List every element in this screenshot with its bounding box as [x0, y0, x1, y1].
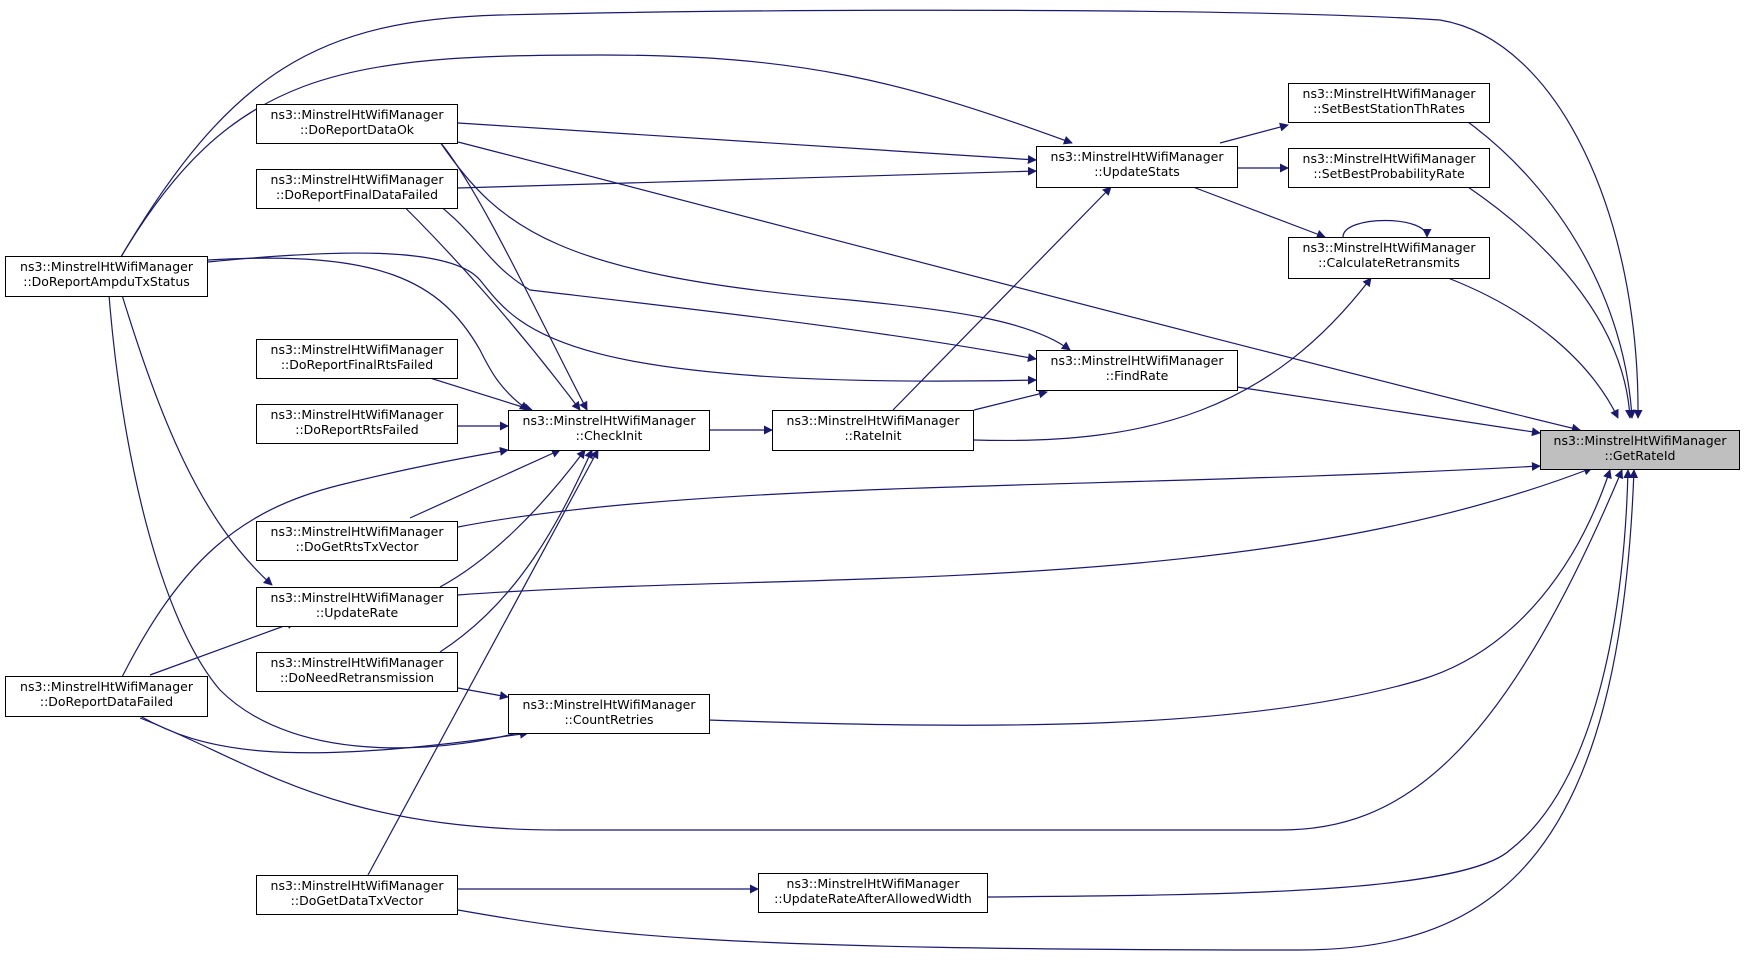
edge-doreportdatafailed-getrateid — [139, 469, 1624, 831]
node-doneedretransmission-method: ::DoNeedRetransmission — [279, 670, 435, 685]
node-updaterate-method: ::UpdateRate — [315, 605, 399, 620]
edge-doreportfinaldatafailed-updatestats — [457, 166, 1037, 189]
edge-doreportdatafailed-updaterate — [149, 620, 296, 676]
node-doreportfinalrtsfailed-class: ns3::MinstrelHtWifiManager — [270, 342, 444, 357]
node-doreportdatafailed-method: ::DoReportDataFailed — [39, 694, 174, 709]
node-setbeststationthrates-method: ::SetBestStationThRates — [1313, 101, 1465, 116]
node-doreportfinaldatafailed-class: ns3::MinstrelHtWifiManager — [270, 172, 444, 187]
node-doreportdataok[interactable]: ns3::MinstrelHtWifiManager ::DoReportDat… — [256, 104, 458, 144]
edge-doneedretransmission-countretries — [457, 687, 509, 700]
node-updaterateafterallowedwidth[interactable]: ns3::MinstrelHtWifiManager ::UpdateRateA… — [758, 873, 988, 913]
edge-doreportfinaldatafailed-findrate — [414, 187, 1037, 362]
node-checkinit-class: ns3::MinstrelHtWifiManager — [522, 413, 696, 428]
node-rateinit-class: ns3::MinstrelHtWifiManager — [786, 413, 960, 428]
edge-doreportampdutxstatus-updatestats — [117, 54, 1073, 263]
node-calculateretransmits[interactable]: ns3::MinstrelHtWifiManager ::CalculateRe… — [1288, 237, 1490, 279]
node-doreportdataok-class: ns3::MinstrelHtWifiManager — [270, 107, 444, 122]
edge-doreportfinalrtsfailed-checkinit — [429, 377, 533, 412]
node-doneedretransmission-class: ns3::MinstrelHtWifiManager — [270, 655, 444, 670]
node-dogetrtstxvector-method: ::DoGetRtsTxVector — [295, 539, 419, 554]
node-rateinit[interactable]: ns3::MinstrelHtWifiManager ::RateInit — [772, 410, 974, 451]
node-setbeststationthrates[interactable]: ns3::MinstrelHtWifiManager ::SetBestStat… — [1288, 83, 1490, 123]
edge-setbestprobabilityrate-getrateid — [1467, 186, 1635, 419]
node-updaterateafterallowedwidth-method: ::UpdateRateAfterAllowedWidth — [774, 891, 972, 906]
node-dogetdatatxvector-method: ::DoGetDataTxVector — [290, 893, 424, 908]
node-findrate-method: ::FindRate — [1105, 368, 1169, 383]
edge-updatestats-setbeststationthrates — [1219, 122, 1289, 144]
edge-doreportampdutxstatus-checkinit — [207, 257, 529, 411]
edge-doreportdatafailed-countretries — [139, 715, 529, 754]
node-dogetrtstxvector-class: ns3::MinstrelHtWifiManager — [270, 524, 444, 539]
node-countretries-method: ::CountRetries — [564, 712, 654, 727]
edge-doreportampdutxstatus-findrate — [207, 252, 1037, 385]
node-checkinit[interactable]: ns3::MinstrelHtWifiManager ::CheckInit — [508, 410, 710, 451]
edge-doreportdataok-updatestats — [457, 122, 1037, 164]
node-updaterate[interactable]: ns3::MinstrelHtWifiManager ::UpdateRate — [256, 587, 458, 627]
edge-setbeststationthrates-getrateid — [1467, 121, 1637, 419]
node-doreportfinaldatafailed-method: ::DoReportFinalDataFailed — [275, 187, 439, 202]
node-doneedretransmission[interactable]: ns3::MinstrelHtWifiManager ::DoNeedRetra… — [256, 652, 458, 692]
edge-rateinit-updatestats — [892, 186, 1112, 411]
edge-dogetrtstxvector-checkinit — [409, 449, 561, 519]
node-countretries-class: ns3::MinstrelHtWifiManager — [522, 697, 696, 712]
edge-updaterate-checkinit — [439, 449, 586, 588]
node-updatestats[interactable]: ns3::MinstrelHtWifiManager ::UpdateStats — [1036, 146, 1238, 188]
node-doreportrtsfailed-method: ::DoReportRtsFailed — [295, 422, 419, 437]
node-calculateretransmits-method: ::CalculateRetransmits — [1318, 255, 1460, 270]
node-setbestprobabilityrate-method: ::SetBestProbabilityRate — [1313, 166, 1465, 181]
node-updaterate-class: ns3::MinstrelHtWifiManager — [270, 590, 444, 605]
edge-rateinit-calculateretransmits — [973, 277, 1372, 442]
node-dogetdatatxvector[interactable]: ns3::MinstrelHtWifiManager ::DoGetDataTx… — [256, 875, 458, 915]
edge-countretries-getrateid — [707, 469, 1612, 726]
node-dogetdatatxvector-class: ns3::MinstrelHtWifiManager — [270, 878, 444, 893]
edge-dogetdatatxvector-getrateid — [457, 469, 1639, 951]
node-calculateretransmits-class: ns3::MinstrelHtWifiManager — [1302, 240, 1476, 255]
node-setbeststationthrates-class: ns3::MinstrelHtWifiManager — [1302, 86, 1476, 101]
node-doreportampdutxstatus[interactable]: ns3::MinstrelHtWifiManager ::DoReportAmp… — [5, 256, 208, 297]
node-findrate[interactable]: ns3::MinstrelHtWifiManager ::FindRate — [1036, 350, 1238, 391]
node-doreportdatafailed-class: ns3::MinstrelHtWifiManager — [20, 679, 193, 694]
edge-doreportfinaldatafailed-checkinit — [384, 187, 581, 411]
edge-calculateretransmits-getrateid — [1447, 277, 1619, 419]
edge-dogetrtstxvector-getrateid — [457, 461, 1541, 528]
node-setbestprobabilityrate[interactable]: ns3::MinstrelHtWifiManager ::SetBestProb… — [1288, 148, 1490, 188]
node-doreportfinalrtsfailed-method: ::DoReportFinalRtsFailed — [280, 357, 434, 372]
edge-doreportampdutxstatus-countretries — [107, 281, 529, 749]
edge-updatestats-calculateretransmits — [1192, 186, 1326, 239]
node-doreportrtsfailed[interactable]: ns3::MinstrelHtWifiManager ::DoReportRts… — [256, 404, 458, 444]
node-rateinit-method: ::RateInit — [844, 428, 902, 443]
edge-doreportdataok-findrate — [439, 141, 1071, 351]
node-doreportdatafailed[interactable]: ns3::MinstrelHtWifiManager ::DoReportDat… — [5, 676, 208, 717]
edge-doreportampdutxstatus-updaterate — [117, 281, 273, 586]
edge-calculateretransmits-self — [1342, 219, 1432, 238]
node-getrateid-class: ns3::MinstrelHtWifiManager — [1553, 433, 1727, 448]
edge-doneedretransmission-checkinit — [439, 449, 593, 653]
edge-updaterate-getrateid — [457, 466, 1593, 596]
node-countretries[interactable]: ns3::MinstrelHtWifiManager ::CountRetrie… — [508, 694, 710, 734]
node-doreportrtsfailed-class: ns3::MinstrelHtWifiManager — [270, 407, 444, 422]
node-updaterateafterallowedwidth-class: ns3::MinstrelHtWifiManager — [786, 876, 960, 891]
node-doreportampdutxstatus-method: ::DoReportAmpduTxStatus — [23, 274, 190, 289]
node-findrate-class: ns3::MinstrelHtWifiManager — [1050, 353, 1224, 368]
edge-doreportdataok-checkinit — [439, 141, 588, 411]
node-doreportdataok-method: ::DoReportDataOk — [299, 122, 415, 137]
node-getrateid-method: ::GetRateId — [1604, 448, 1676, 463]
node-doreportfinalrtsfailed[interactable]: ns3::MinstrelHtWifiManager ::DoReportFin… — [256, 339, 458, 379]
edge-dogetdatatxvector-checkinit — [367, 449, 599, 876]
node-updatestats-class: ns3::MinstrelHtWifiManager — [1050, 149, 1224, 164]
node-updatestats-method: ::UpdateStats — [1094, 164, 1180, 179]
edge-updaterateafterallowedwidth-getrateid — [985, 469, 1633, 898]
edge-findrate-getrateid — [1236, 386, 1541, 437]
node-getrateid: ns3::MinstrelHtWifiManager ::GetRateId — [1540, 430, 1740, 470]
edge-doreportampdutxstatus-getrateid — [117, 9, 1643, 419]
edge-doreportdatafailed-checkinit — [117, 446, 509, 686]
node-doreportfinaldatafailed[interactable]: ns3::MinstrelHtWifiManager ::DoReportFin… — [256, 169, 458, 209]
node-checkinit-method: ::CheckInit — [575, 428, 643, 443]
node-dogetrtstxvector[interactable]: ns3::MinstrelHtWifiManager ::DoGetRtsTxV… — [256, 521, 458, 561]
node-doreportampdutxstatus-class: ns3::MinstrelHtWifiManager — [20, 259, 193, 274]
node-setbestprobabilityrate-class: ns3::MinstrelHtWifiManager — [1302, 151, 1476, 166]
edge-rateinit-findrate — [973, 389, 1048, 411]
